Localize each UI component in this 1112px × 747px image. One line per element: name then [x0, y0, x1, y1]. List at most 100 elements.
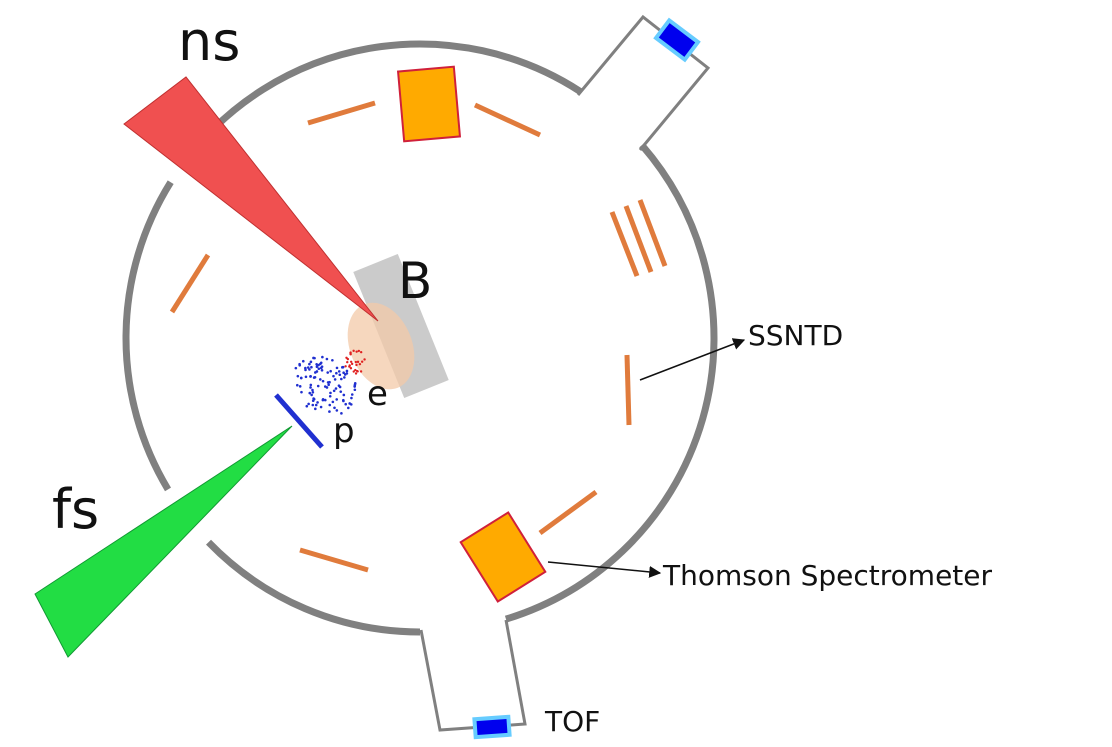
proton-dot: [342, 371, 345, 375]
proton-dot: [314, 371, 317, 374]
electron-dot: [349, 367, 353, 370]
electron-dot: [352, 349, 355, 353]
electron-dot: [356, 360, 360, 364]
electron-dot: [352, 370, 355, 373]
proton-dot: [310, 393, 313, 397]
label-ns: ns: [178, 10, 240, 73]
proton-dot: [329, 391, 332, 395]
electron-dot: [357, 349, 361, 353]
proton-dot: [317, 367, 321, 371]
proton-dot: [321, 379, 325, 383]
proton-dot: [319, 366, 323, 370]
proton-dot: [300, 390, 303, 394]
ssntd-detector: [637, 199, 668, 267]
proton-dot: [294, 366, 298, 370]
ssntd-detector: [623, 205, 654, 273]
proton-dot: [346, 406, 350, 410]
proton-dot: [317, 363, 320, 367]
proton-dot: [338, 385, 342, 389]
proton-dot: [296, 374, 300, 378]
electron-dot: [355, 369, 359, 373]
ssntd-detectors: [169, 100, 668, 573]
proton-dot: [331, 358, 334, 362]
proton-dot: [328, 394, 332, 398]
proton-dot: [321, 398, 325, 402]
proton-dot: [337, 370, 341, 373]
electron-dot: [345, 356, 348, 360]
electron-dot: [358, 362, 362, 366]
proton-dot: [309, 375, 312, 378]
proton-dot: [319, 405, 323, 409]
electron-dot: [346, 360, 349, 364]
chamber-wall-arc: [504, 142, 718, 623]
proton-dot: [328, 410, 331, 413]
proton-dot: [314, 407, 317, 411]
proton-dot: [331, 400, 335, 404]
proton-dot: [311, 403, 315, 407]
ssntd-arrow: [639, 338, 746, 381]
proton-dot: [308, 368, 311, 371]
label-ssntd: SSNTD: [748, 319, 843, 352]
proton-dot: [326, 371, 330, 374]
plasma-plume: [347, 302, 415, 390]
label-p: p: [333, 411, 355, 451]
proton-dot: [341, 366, 344, 369]
proton-dot: [298, 385, 302, 388]
ssntd-detector: [169, 253, 211, 314]
chamber-wall-arc: [205, 539, 421, 636]
proton-dot: [327, 383, 330, 387]
electron-dot: [344, 365, 347, 368]
ssntd-detector: [299, 547, 369, 573]
label-thomson-spectrometer: Thomson Spectrometer: [662, 559, 993, 592]
proton-dot: [310, 365, 313, 369]
proton-dot: [328, 403, 332, 407]
vacuum-chamber: [122, 40, 718, 636]
proton-dot: [313, 375, 317, 379]
ns-laser-beam: [123, 76, 379, 322]
proton-dot: [343, 376, 346, 379]
chamber-wall-arc: [122, 180, 174, 492]
electron-dot: [355, 350, 358, 353]
proton-dot: [308, 362, 311, 366]
proton-dot: [338, 373, 342, 377]
proton-dot: [305, 404, 309, 408]
proton-dot: [334, 387, 338, 390]
proton-dot: [353, 381, 357, 385]
electron-dot: [349, 360, 353, 363]
proton-dot: [321, 355, 324, 359]
chamber-wall-arc: [182, 40, 583, 164]
proton-dot: [323, 398, 327, 402]
proton-dot: [344, 402, 348, 406]
proton-foil: [274, 393, 324, 449]
electron-dot: [360, 360, 364, 363]
electron-dot: [363, 358, 366, 361]
proton-dot: [309, 383, 313, 387]
proton-dot: [301, 359, 305, 363]
proton-dot: [307, 402, 310, 406]
electron-dot: [359, 370, 363, 373]
proton-dot: [311, 390, 315, 394]
proton-dot: [315, 365, 319, 369]
proton-dot: [350, 396, 353, 400]
proton-dot: [345, 369, 349, 373]
thomson-spectrometer-top: [396, 65, 462, 143]
ssntd-detector: [609, 211, 640, 277]
proton-dot: [343, 373, 347, 376]
proton-dot: [332, 374, 335, 378]
label-b: B: [398, 252, 432, 310]
electron-dot: [349, 352, 352, 355]
electron-dot: [355, 363, 358, 367]
electron-dot: [359, 350, 363, 354]
ssntd-detector: [538, 489, 598, 536]
proton-dot: [353, 388, 357, 392]
proton-dot: [311, 399, 315, 402]
label-fs: fs: [52, 478, 99, 541]
proton-dot: [335, 371, 338, 375]
proton-dot: [318, 378, 322, 381]
fs-laser-beam: [34, 425, 293, 658]
proton-dot: [335, 409, 339, 412]
proton-dot: [316, 401, 319, 404]
proton-dot: [325, 386, 329, 389]
proton-dot: [325, 357, 329, 361]
